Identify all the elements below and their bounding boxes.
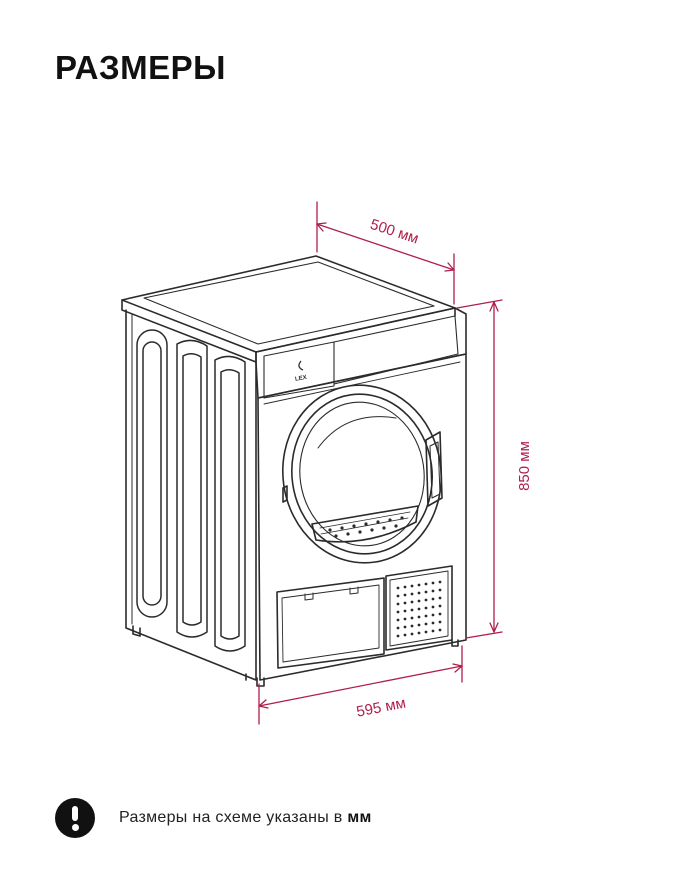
dryer-drawing [121, 255, 467, 687]
side-ribs [136, 329, 246, 652]
depth-label: 500 мм [368, 216, 421, 248]
dryer-door [281, 384, 443, 564]
water-tank-drawer [276, 577, 385, 669]
filter-holes [328, 516, 404, 538]
brand-label: LEX [295, 375, 308, 383]
exclamation-icon [55, 798, 95, 838]
height-dimension [456, 299, 503, 639]
width-dimension [258, 645, 463, 725]
height-label: 850 мм [516, 441, 533, 491]
width-label: 595 мм [355, 694, 407, 720]
depth-dimension [316, 201, 455, 305]
units-note-unit: мм [347, 809, 372, 826]
units-note: Размеры на схеме указаны в мм [55, 798, 372, 838]
dryer-front-panel [257, 353, 467, 681]
brand-mark-icon [298, 360, 304, 371]
brand-logo: LEX [295, 360, 308, 383]
units-note-text: Размеры на схеме указаны в мм [119, 809, 372, 826]
dimension-lines [258, 201, 503, 725]
page-title: РАЗМЕРЫ [55, 49, 226, 86]
dryer-side-panel [125, 309, 257, 681]
vent-holes [396, 580, 442, 638]
